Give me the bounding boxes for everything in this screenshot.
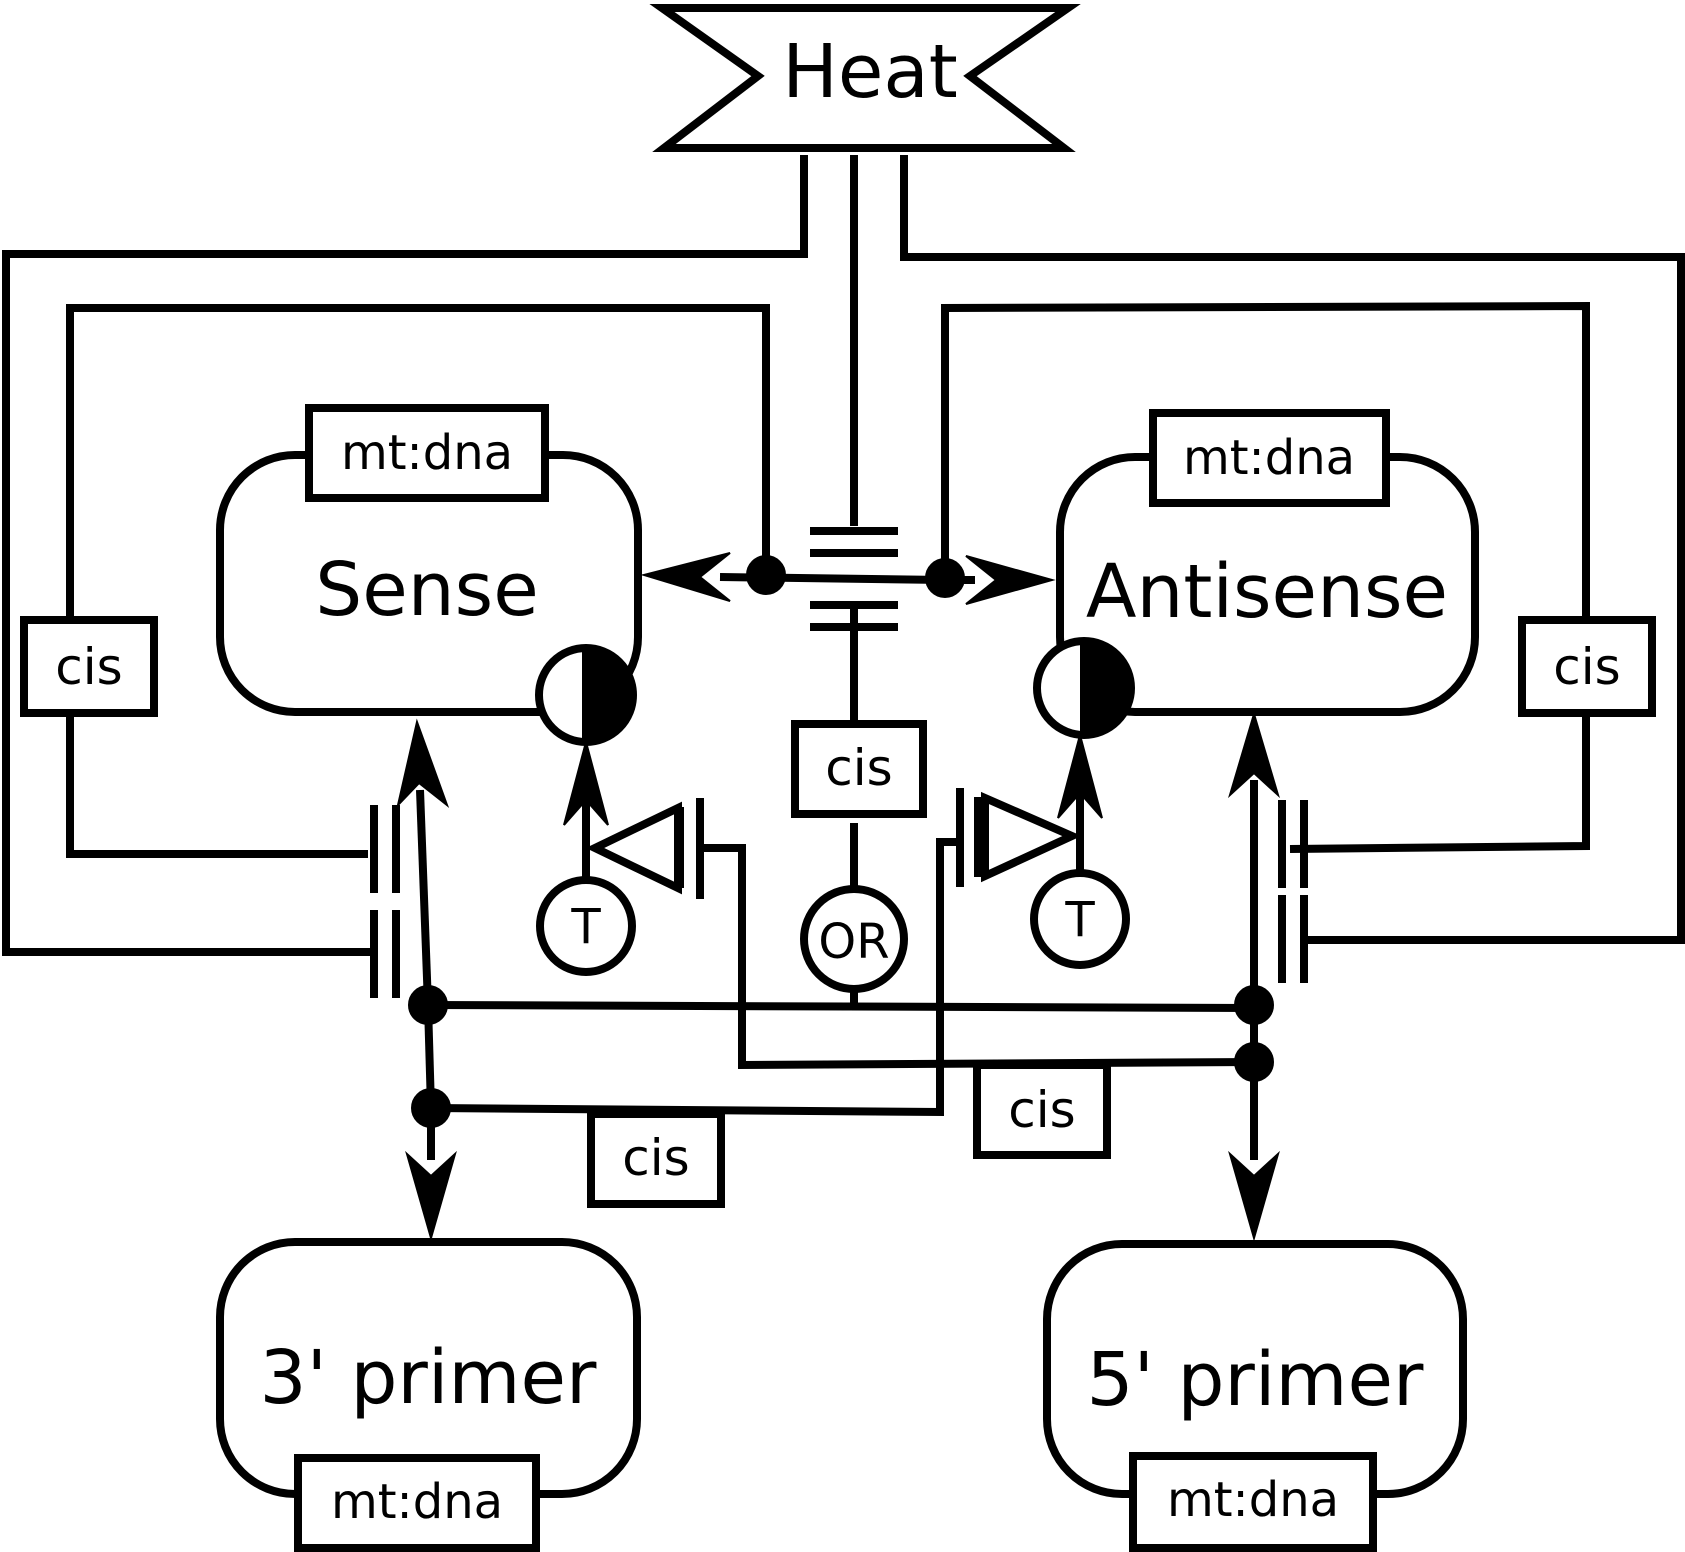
- primer3-unit-box: [294, 1454, 540, 1552]
- primer5-node: mt:dna 5' primer: [1043, 1240, 1467, 1552]
- arrow-right-icon: [965, 555, 1056, 605]
- t-label: T: [1064, 892, 1095, 948]
- arrow-up-icon: [1228, 710, 1280, 799]
- t-operator-right: T: [1030, 869, 1130, 969]
- sense-unit-box: [305, 404, 549, 502]
- association-dot: [408, 985, 448, 1025]
- antisense-node: mt:dna Antisense: [1033, 409, 1479, 739]
- cis-label: cis: [1553, 638, 1620, 696]
- cis-box-right: cis: [1518, 616, 1656, 717]
- cis-label: cis: [55, 638, 122, 696]
- primer5-label: 5' primer: [1087, 1337, 1425, 1423]
- bar-markers: [370, 527, 1308, 998]
- primer5-unit-box: [1129, 1452, 1377, 1552]
- arrow-down-icon: [405, 1150, 457, 1242]
- arrow-up-icon: [1057, 731, 1103, 819]
- association-dots: [408, 555, 1274, 1128]
- cis-label: cis: [825, 739, 892, 797]
- association-dot: [925, 558, 965, 598]
- antisense-unit-box: [1149, 409, 1390, 507]
- modulation-right: [956, 788, 1082, 887]
- arrow-up-icon: [396, 718, 450, 809]
- antisense-unit-label: mt:dna: [1183, 430, 1355, 486]
- sense-label: Sense: [315, 547, 538, 633]
- t-operator-left: T: [536, 876, 636, 976]
- sense-unit-label: mt:dna: [341, 425, 513, 481]
- heat-node: Heat: [649, 3, 1081, 152]
- cis-box-left: cis: [20, 616, 158, 717]
- or-operator: OR: [800, 885, 908, 993]
- cis-box-bottom-left: cis: [587, 1110, 725, 1208]
- or-label: OR: [818, 914, 889, 970]
- primer3-label: 3' primer: [260, 1335, 598, 1421]
- association-dot: [746, 555, 786, 595]
- primer3-node: mt:dna 3' primer: [216, 1238, 641, 1552]
- association-dot: [1234, 1042, 1274, 1082]
- association-dot: [1234, 985, 1274, 1025]
- association-dot: [411, 1088, 451, 1128]
- modulation-left: [585, 798, 742, 899]
- arrow-up-icon: [563, 738, 609, 826]
- cis-box-center: cis: [791, 720, 927, 818]
- primer3-unit-label: mt:dna: [331, 1474, 503, 1530]
- cis-label: cis: [1008, 1081, 1075, 1139]
- cis-box-bottom-right: cis: [973, 1061, 1111, 1159]
- antisense-label: Antisense: [1086, 549, 1448, 635]
- heat-label: Heat: [782, 29, 958, 115]
- arrowheads: [396, 552, 1280, 1242]
- primer5-unit-label: mt:dna: [1167, 1472, 1339, 1528]
- arrow-left-icon: [640, 552, 731, 602]
- triangle-right-icon: [981, 791, 1082, 883]
- sense-node: mt:dna Sense: [216, 404, 642, 746]
- t-label: T: [570, 899, 601, 955]
- arrow-down-icon: [1228, 1150, 1280, 1242]
- cis-label: cis: [622, 1129, 689, 1187]
